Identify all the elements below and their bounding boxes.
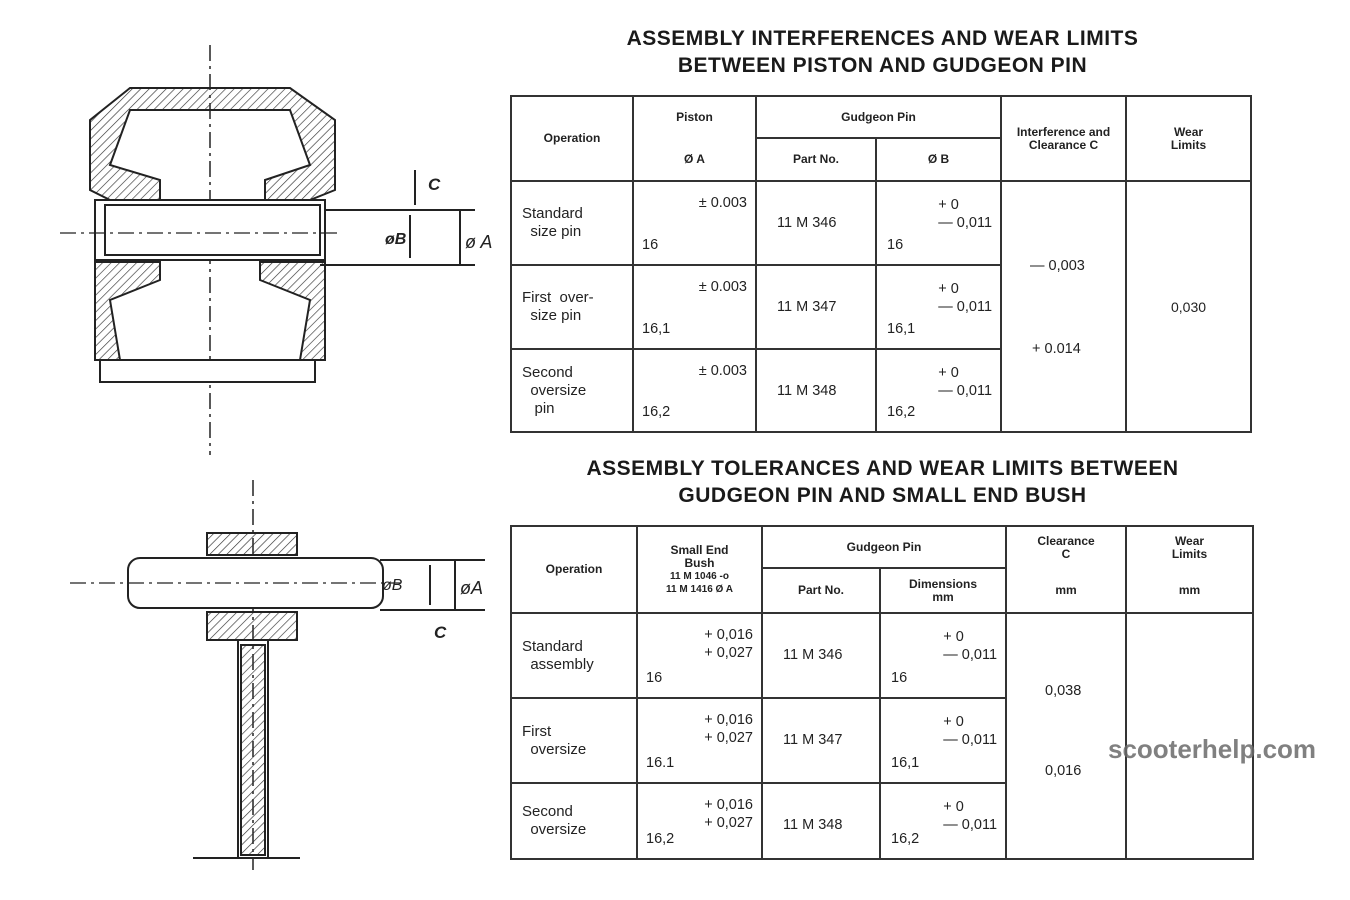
operation-cell: First oversize [522, 722, 587, 758]
header-part-no: Part No. [755, 137, 877, 182]
table-row: Standard assembly + 0,016 + 0,027 16 11 M… [510, 612, 1255, 860]
header-clearance: Clearance C [1005, 525, 1128, 568]
bush-part-2: 11 M 1416 Ø A [666, 583, 733, 595]
pin-tolerance: + 0 — 0,011 [943, 799, 998, 833]
header-part-no: Part No. [761, 567, 881, 614]
watermark: scooterhelp.com [1108, 734, 1317, 764]
table-row: Second oversize + 0,016 + 0,027 16,2 11 M… [510, 782, 1253, 860]
title-line: ASSEMBLY TOLERANCES AND WEAR LIMITS BETW… [586, 457, 1179, 480]
header-dia-a: Ø A [632, 138, 757, 182]
header-operation: Operation [510, 95, 634, 182]
clearance-max: + 0.014 [1032, 341, 1081, 357]
wear-limit: 0,030 [1170, 298, 1207, 315]
operation-cell: Second oversize pin [522, 363, 587, 417]
table-row: Second oversize pin ± 0.003 16,2 11 M 348… [510, 348, 1251, 433]
header-operation: Operation [510, 525, 638, 614]
header-piston: Piston [632, 95, 757, 138]
operation-cell: Standard size pin [522, 205, 583, 240]
operation-cell: First over- size pin [522, 289, 594, 324]
nominal-b: 16,2 [891, 831, 920, 847]
piston-section-diagram [60, 45, 475, 455]
part-number: 11 M 346 [783, 647, 843, 663]
table2-title: ASSEMBLY TOLERANCES AND WEAR LIMITS BETW… [510, 455, 1255, 509]
pin-tolerance: + 0 — 0,011 [943, 629, 998, 663]
nominal-b: 16 [891, 670, 908, 686]
header-gudgeon-pin: Gudgeon Pin [754, 95, 1003, 139]
piston-gudgeon-table: Operation Piston Gudgeon Pin Interferenc… [510, 95, 1253, 433]
interference-min: — 0,003 [1030, 258, 1085, 274]
label-c: C [428, 175, 441, 194]
pin-tolerance: + 0 — 0,011 [938, 365, 993, 399]
title-line: BETWEEN PISTON AND GUDGEON PIN [677, 54, 1088, 77]
piston-tolerance: ± 0.003 [698, 363, 747, 379]
clearance-max: 0,038 [1045, 683, 1082, 699]
header-wear-unit: mm [1125, 568, 1255, 614]
nominal-a: 16,2 [642, 404, 671, 420]
title-line: GUDGEON PIN AND SMALL END BUSH [678, 484, 1087, 507]
table1-title: ASSEMBLY INTERFERENCES AND WEAR LIMITS BE… [510, 25, 1255, 79]
header-wear: Wear Limits [1125, 525, 1255, 568]
pin-tolerance: + 0 — 0,011 [938, 281, 993, 315]
operation-cell: Standard assembly [522, 637, 594, 673]
nominal-b: 16,2 [887, 404, 916, 420]
nominal-a: 16.1 [646, 755, 675, 771]
nominal-a: 16 [646, 670, 663, 686]
nominal-b: 16 [887, 237, 904, 253]
title-line: ASSEMBLY INTERFERENCES AND WEAR LIMITS [626, 27, 1139, 50]
nominal-a: 16 [642, 237, 659, 253]
table-row: Standard size pin ± 0.003 16 11 M 346 + 0… [510, 180, 1253, 433]
piston-tolerance: ± 0.003 [698, 195, 747, 211]
piston-tolerance: + 0,016 + 0,027 [704, 627, 753, 661]
table-row: First over- size pin ± 0.003 16,1 11 M 34… [510, 264, 1251, 350]
nominal-a: 16,1 [642, 321, 671, 337]
piston-tolerance: + 0,016 + 0,027 [704, 712, 753, 746]
operation-cell: Second oversize [522, 803, 587, 838]
label-a: ø A [465, 232, 492, 252]
part-number: 11 M 347 [783, 732, 843, 748]
piston-diagrams: C øB ø A C øB øA [60, 45, 492, 870]
header-wear: Wear Limits [1125, 95, 1253, 182]
header-interference: Interference and Clearance C [1000, 95, 1128, 182]
label-c2: C [434, 623, 447, 642]
pin-tolerance: + 0 — 0,011 [943, 714, 998, 748]
header-dimensions: Dimensions mm [878, 567, 1008, 614]
pin-tolerance: + 0 — 0,011 [938, 197, 993, 231]
nominal-b: 16,1 [891, 755, 920, 771]
nominal-b: 16,1 [887, 321, 916, 337]
table-row: First oversize + 0,016 + 0,027 16.1 11 M … [510, 697, 1253, 784]
label-b2: øB [382, 577, 403, 594]
piston-tolerance: ± 0.003 [698, 279, 747, 295]
wear-limit-cell [1125, 612, 1255, 860]
clearance-min: 0,016 [1045, 763, 1082, 779]
header-clearance-unit: mm [1005, 568, 1128, 614]
bush-part-1: 11 M 1046 -o [670, 570, 729, 582]
part-number: 11 M 346 [777, 215, 837, 231]
label-a2: øA [460, 578, 483, 598]
small-end-diagram [70, 480, 485, 870]
header-dia-b: Ø B [874, 137, 1003, 182]
label-b: øB [385, 231, 406, 248]
header-gudgeon-pin: Gudgeon Pin [760, 525, 1008, 569]
piston-tolerance: + 0,016 + 0,027 [704, 797, 753, 831]
part-number: 11 M 347 [777, 299, 837, 315]
nominal-a: 16,2 [646, 831, 675, 847]
part-number: 11 M 348 [777, 383, 837, 399]
bush-label: Small End Bush [670, 542, 729, 570]
part-number: 11 M 348 [783, 817, 843, 833]
